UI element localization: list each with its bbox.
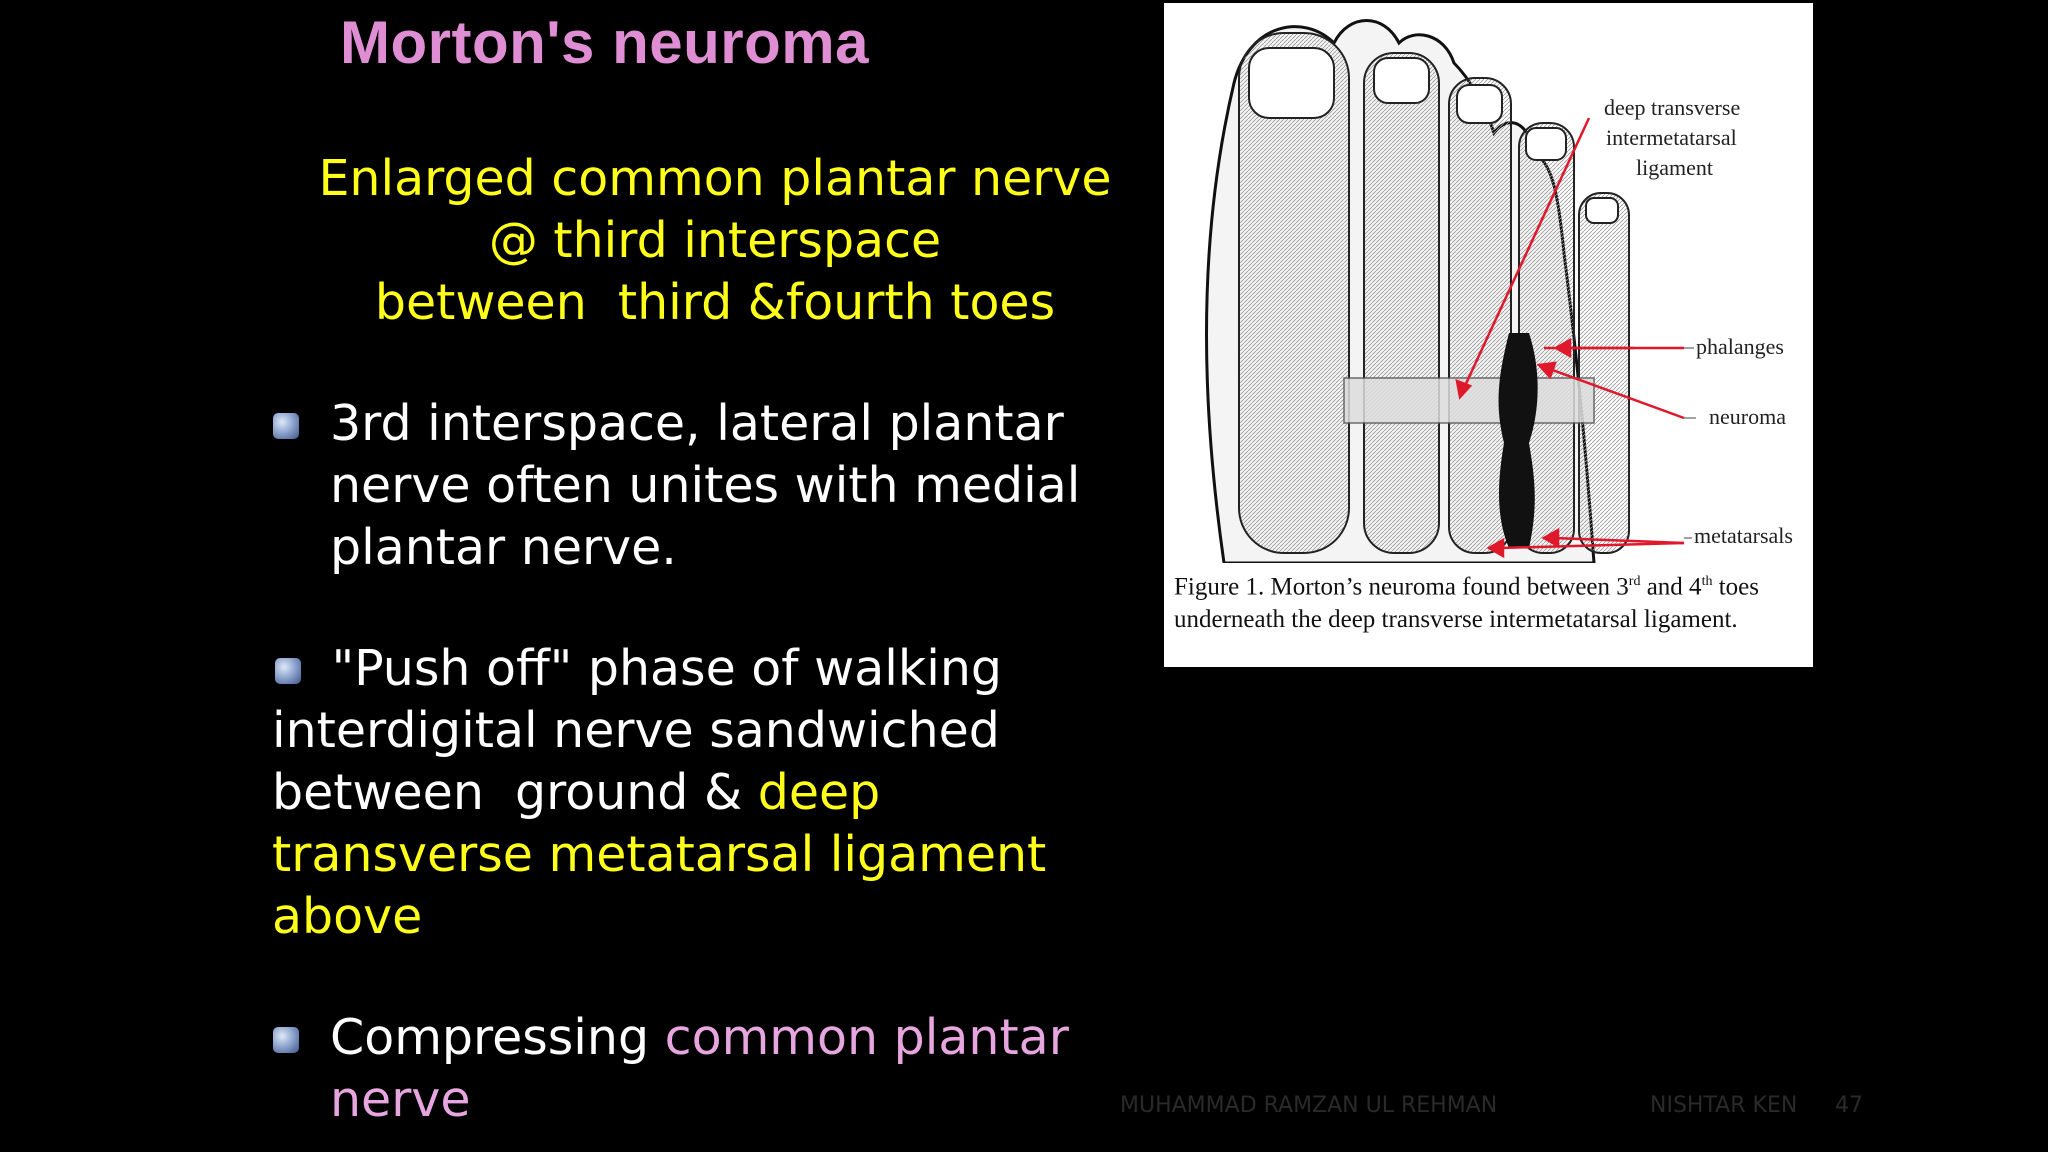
big-toe bbox=[1238, 32, 1350, 554]
fifth-toe bbox=[1578, 192, 1630, 554]
bullet-compressing-text: Compressing bbox=[330, 1009, 665, 1066]
subtitle-line-1: Enlarged common plantar nerve bbox=[318, 150, 1112, 207]
caption-part-2: and 4 bbox=[1640, 573, 1702, 601]
slide-subtitle: Enlarged common plantar nerve @ third in… bbox=[290, 148, 1140, 334]
label-neuroma: neuroma bbox=[1709, 404, 1786, 429]
footer-page-number: 47 bbox=[1835, 1093, 1863, 1118]
bullet-push-off-text: "Push off" phase of walking interdigital… bbox=[272, 640, 1018, 821]
label-ligament: deep transverse bbox=[1604, 95, 1740, 120]
bullet-push-off: "Push off" phase of walking interdigital… bbox=[272, 638, 1132, 948]
subtitle-line-3: between third &fourth toes bbox=[374, 274, 1056, 331]
third-toe bbox=[1448, 77, 1512, 554]
caption-part-1: Figure 1. Morton’s neuroma found between… bbox=[1174, 573, 1629, 601]
label-metatarsals: metatarsals bbox=[1694, 523, 1793, 548]
bullet-compressing: Compressing common plantar nerve bbox=[273, 1007, 1110, 1131]
caption-sup-1: rd bbox=[1628, 574, 1641, 589]
bullet-icon bbox=[275, 658, 301, 684]
bullet-compressing-highlight: common plantar nerve bbox=[330, 1009, 1069, 1128]
label-ligament-3: ligament bbox=[1636, 155, 1713, 180]
footer-author: MUHAMMAD RAMZAN UL REHMAN bbox=[1120, 1093, 1498, 1118]
caption-sup-2: th bbox=[1701, 574, 1713, 589]
caption-part-3: toes underneath the deep transverse inte… bbox=[1174, 573, 1759, 634]
figure-caption: Figure 1. Morton’s neuroma found between… bbox=[1174, 565, 1804, 636]
foot-illustration: deep transverse intermetatarsal ligament… bbox=[1205, 19, 1793, 563]
neuroma-mass bbox=[1498, 333, 1538, 548]
label-phalanges: phalanges bbox=[1696, 334, 1784, 359]
bullet-icon bbox=[273, 1027, 299, 1053]
slide-title: Morton's neuroma bbox=[340, 9, 869, 76]
second-toe bbox=[1363, 52, 1440, 554]
bullet-push-off-highlight: deep transverse metatarsal ligament abov… bbox=[272, 764, 1047, 945]
bullet-interspace-text: 3rd interspace, lateral plantar nerve of… bbox=[330, 395, 1081, 576]
foot-anatomy-figure: deep transverse intermetatarsal ligament… bbox=[1164, 3, 1813, 667]
footer-org: NISHTAR KEN bbox=[1650, 1093, 1798, 1118]
label-ligament-2: intermetatarsal bbox=[1606, 125, 1737, 150]
bullet-interspace: 3rd interspace, lateral plantar nerve of… bbox=[273, 393, 1100, 579]
subtitle-line-2: @ third interspace bbox=[488, 212, 942, 269]
bullet-icon bbox=[273, 413, 299, 439]
